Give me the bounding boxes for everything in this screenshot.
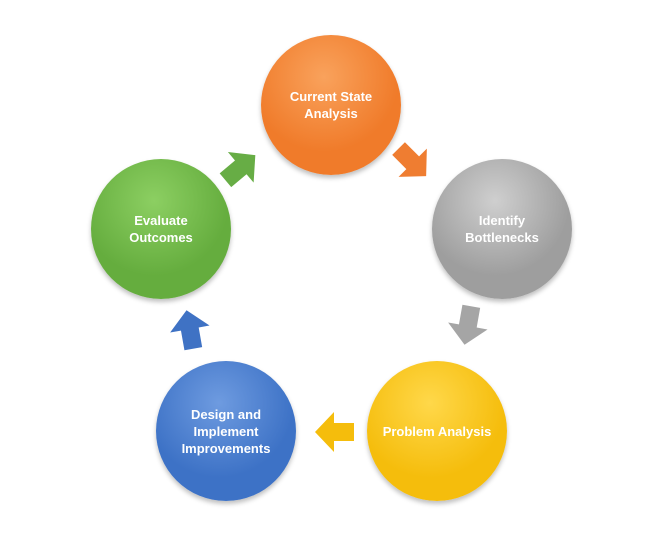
node-design-implement-improvements: Design and Implement Improvements [156,361,296,501]
node-identify-bottlenecks: Identify Bottlenecks [432,159,572,299]
arrow-3 [170,310,210,351]
node-problem-analysis: Problem Analysis [367,361,507,501]
arrow-2 [315,412,354,452]
node-label: Design and Implement Improvements [181,406,271,456]
node-current-state-analysis: Current State Analysis [261,35,401,175]
arrow-0 [392,142,427,177]
node-label: Identify Bottlenecks [465,213,539,245]
node-label: Evaluate Outcomes [129,213,193,245]
node-label: Problem Analysis [382,423,492,439]
arrow-4 [219,152,256,188]
arrow-1 [448,304,488,345]
node-label: Current State Analysis [289,89,373,121]
node-evaluate-outcomes: Evaluate Outcomes [91,159,231,299]
